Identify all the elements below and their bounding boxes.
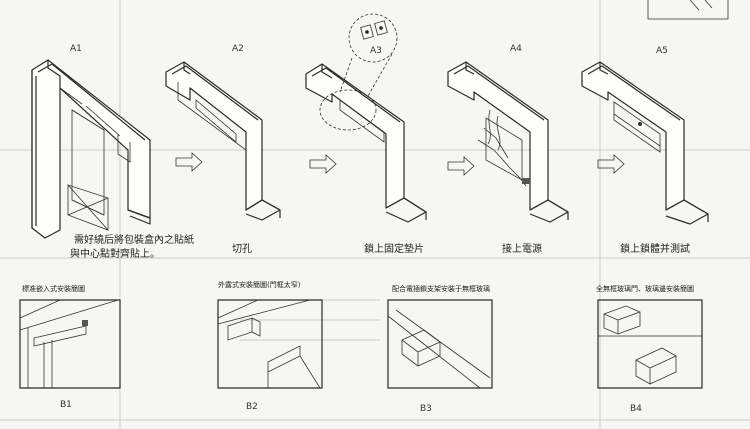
step-a3-drawing xyxy=(305,13,427,223)
panel-b4-title: 全無框玻璃門、玻璃邊安裝簡圖 xyxy=(596,285,694,293)
step-a3-caption: 鎖上固定墊片 xyxy=(364,244,424,255)
step-a2-caption: 切孔 xyxy=(232,244,252,255)
inset-box-fragment xyxy=(647,0,729,20)
step-a3-label: A3 xyxy=(370,46,382,56)
step-a1-drawing xyxy=(31,59,151,239)
panel-b4-drawing xyxy=(597,299,703,389)
panel-b2-title: 外露式安裝簡圖(門框太窄) xyxy=(218,281,301,289)
step-a4-caption: 接上電源 xyxy=(502,244,542,255)
panel-b3-drawing xyxy=(387,299,493,389)
step-a2-drawing xyxy=(165,61,281,221)
panel-b2-drawing xyxy=(217,299,323,389)
panel-b3-title: 配合電插鎖支架安裝于無框玻璃 xyxy=(392,285,490,293)
step-a5-label: A5 xyxy=(656,46,668,56)
step-a1-label: A1 xyxy=(70,44,82,54)
panel-b4-label: B4 xyxy=(630,404,642,414)
panel-b1-drawing xyxy=(19,299,121,389)
step-a1-caption-line-1: 需好繞后將包裝盒內之貼紙 xyxy=(74,235,194,246)
step-a2-label: A2 xyxy=(232,44,244,54)
panel-b1-title: 標准嵌入式安裝簡圖 xyxy=(22,285,85,293)
step-arrows xyxy=(175,152,625,176)
step-a4-label: A4 xyxy=(510,44,522,54)
step-a4-drawing xyxy=(447,61,569,223)
step-a1-caption-line-2: 與中心點對齊貼上。 xyxy=(70,249,160,260)
step-a5-drawing xyxy=(581,61,709,225)
panel-b2-label: B2 xyxy=(246,402,258,412)
step-a5-caption: 鎖上鎖體并測試 xyxy=(620,244,690,255)
panel-b1-label: B1 xyxy=(60,400,72,410)
panel-b3-label: B3 xyxy=(420,404,432,414)
